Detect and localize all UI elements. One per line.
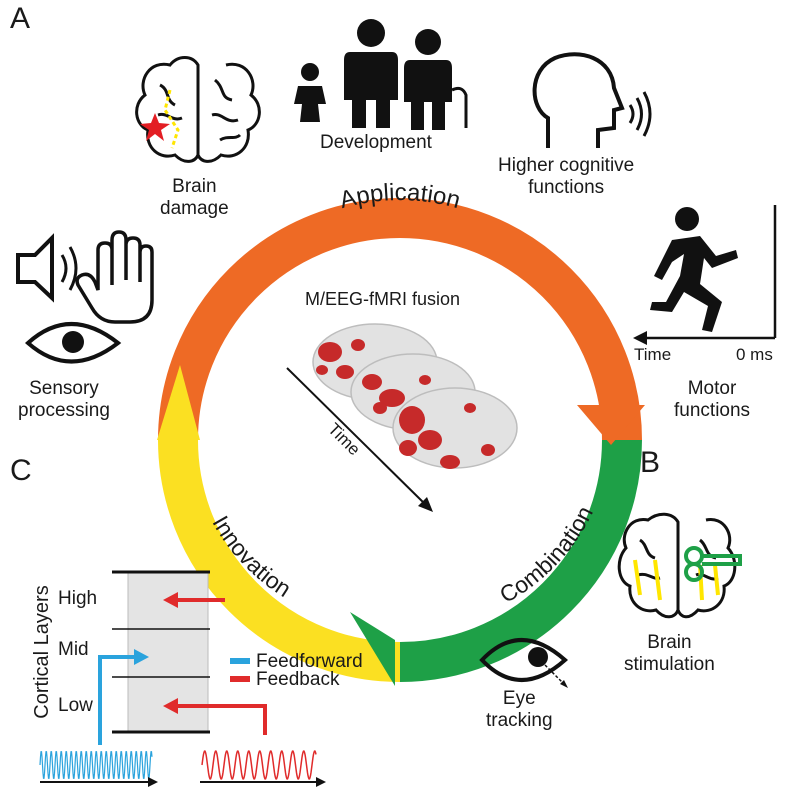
layer-label-low: Low: [58, 695, 93, 716]
panel-label-b: B: [640, 446, 661, 479]
cortical-layers-axis-title: Cortical Layers: [31, 585, 53, 718]
feedforward-arrow: [98, 655, 137, 745]
fusion-brains: Time: [286, 323, 518, 512]
label-higher-cognitive-line2: functions: [528, 177, 605, 198]
hand-icon: [75, 230, 154, 324]
eye-tracking-icon: [479, 638, 569, 688]
label-higher-cognitive-line1: Higher cognitive: [498, 155, 635, 176]
panel-label-a: A: [10, 2, 31, 35]
brain-damage-icon: [135, 56, 261, 163]
label-sensory-line1: Sensory: [29, 378, 99, 399]
brain-slice-3: [392, 387, 518, 469]
label-eye-tracking-line2: tracking: [486, 710, 553, 731]
layer-label-mid: Mid: [58, 639, 89, 660]
brain-stimulation-icon: [617, 512, 742, 619]
panel-label-c: C: [10, 454, 32, 487]
label-motor-line2: functions: [674, 400, 751, 421]
legend-label-feedback: Feedback: [256, 669, 340, 690]
label-development: Development: [320, 132, 432, 153]
label-brain-stimulation-line2: stimulation: [624, 654, 715, 675]
time-label: Time: [324, 419, 364, 459]
legend-label-feedforward: Feedforward: [256, 651, 363, 672]
speaking-head-icon: [532, 52, 652, 148]
label-brain-stimulation: Brain stimulation: [624, 632, 715, 676]
label-brain-stimulation-line1: Brain: [647, 632, 692, 653]
eye-icon-sensory: [24, 322, 122, 364]
ring-segment-combination: [399, 439, 642, 682]
center-title: M/EEG-fMRI fusion: [305, 289, 461, 309]
label-motor: Motor functions: [674, 378, 750, 422]
label-eye-tracking: Eye tracking: [486, 688, 553, 732]
motor-axis-time-label: Time: [634, 345, 672, 364]
feedback-waveform: [201, 750, 317, 780]
cycle-ring: [157, 198, 645, 686]
ring-segment-application: [158, 198, 642, 441]
motor-axis-arrowhead: [633, 331, 647, 345]
label-sensory-line2: processing: [18, 400, 110, 421]
motor-time-axis: [645, 205, 777, 340]
feedforward-waveform: [39, 751, 153, 779]
development-icon: [294, 19, 468, 130]
motor-axis-zero-label: 0 ms: [736, 345, 773, 364]
cortical-layers-diagram: Cortical Layers: [31, 570, 326, 787]
label-brain-damage-line1: Brain: [172, 176, 217, 197]
ring-arrow-innovation: [157, 365, 200, 440]
layer-label-high: High: [58, 588, 98, 609]
ring-segment-innovation: [158, 439, 401, 682]
runner-icon: [650, 207, 738, 332]
time-arrow-head: [418, 497, 433, 512]
label-sensory: Sensory processing: [18, 378, 110, 422]
ring-arrow-combination: [350, 612, 395, 686]
label-higher-cognitive: Higher cognitive functions: [498, 155, 634, 199]
label-brain-damage-line2: damage: [160, 198, 229, 219]
speaker-icon: [16, 233, 78, 303]
label-brain-damage: Brain damage: [160, 176, 229, 220]
ring-arrow-application: [577, 405, 645, 445]
time-arrow: [286, 367, 429, 508]
feedback-arrow-low: [175, 704, 267, 735]
label-motor-line1: Motor: [687, 378, 737, 399]
label-eye-tracking-line1: Eye: [502, 688, 536, 709]
